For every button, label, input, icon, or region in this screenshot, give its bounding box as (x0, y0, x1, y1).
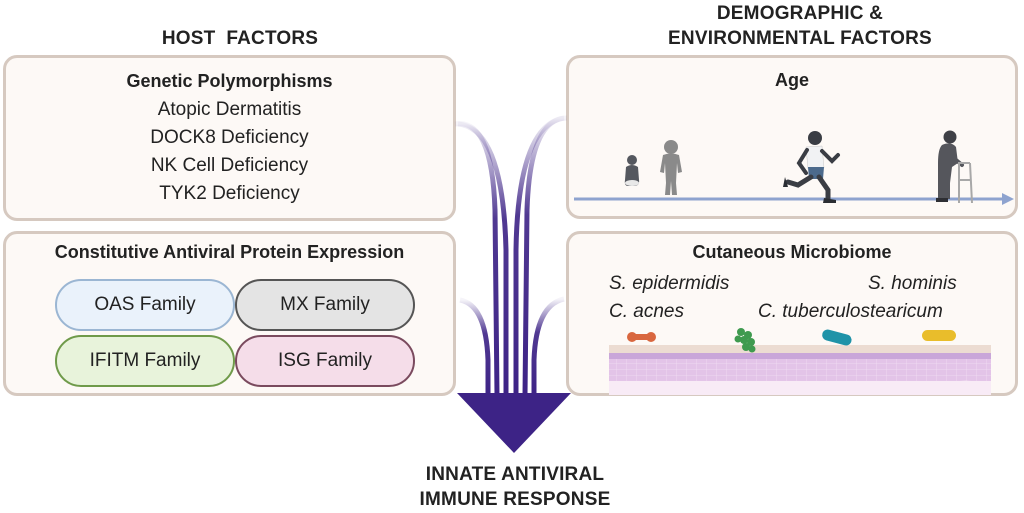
isg-family-pill: ISG Family (235, 335, 415, 387)
runner-adult-icon (783, 131, 840, 203)
s-epidermidis-bacterium (734, 328, 756, 353)
genetic-item: Atopic Dermatitis (157, 99, 302, 120)
child-icon (660, 140, 682, 195)
genetic-item: DOCK8 Deficiency (150, 127, 309, 148)
age-timeline-arrow (574, 193, 1014, 205)
oas-family-pill: OAS Family (55, 279, 235, 331)
genetic-polymorphisms-title: Genetic Polymorphisms (126, 71, 333, 91)
arrow-strand-microbiome (531, 296, 565, 395)
innate-response-label-line1: INNATE ANTIVIRAL (425, 464, 605, 485)
age-box: Age (566, 55, 1018, 219)
arrow-strand-genetic (454, 121, 500, 396)
arrow-strand-protein (459, 297, 491, 395)
mx-family-label: MX Family (280, 294, 370, 315)
isg-family-label: ISG Family (278, 350, 372, 371)
arrow-strand-center-right (513, 115, 565, 395)
c-tuberculostearicum-bacterium (822, 329, 852, 346)
species-s-epidermidis: S. epidermidis (609, 273, 730, 294)
skin-layers (609, 345, 991, 395)
innate-response-label-line2: IMMUNE RESPONSE (419, 489, 611, 510)
demographic-heading-line1: DEMOGRAPHIC & (716, 3, 884, 24)
skin-illustration (609, 328, 991, 395)
species-c-acnes: C. acnes (609, 301, 684, 322)
constitutive-protein-title: Constitutive Antiviral Protein Expressio… (54, 242, 405, 262)
ifitm-family-label: IFITM Family (89, 350, 201, 371)
species-s-hominis: S. hominis (868, 273, 957, 294)
demographic-heading-line2: ENVIRONMENTAL FACTORS (668, 28, 932, 49)
c-acnes-bacterium (627, 332, 656, 342)
genetic-item: TYK2 Deficiency (159, 183, 300, 204)
genetic-polymorphisms-box: Genetic Polymorphisms Atopic Dermatitis … (3, 55, 456, 221)
species-c-tuberculostearicum: C. tuberculostearicum (758, 301, 943, 322)
mx-family-pill: MX Family (235, 279, 415, 331)
innate-response-arrowhead (457, 393, 571, 453)
elderly-walker-icon (936, 130, 973, 204)
ifitm-family-pill: IFITM Family (55, 335, 235, 387)
arrow-strand-center-left (457, 121, 509, 395)
arrow-strand-age (522, 115, 568, 396)
oas-family-label: OAS Family (94, 294, 196, 315)
age-illustration (574, 130, 1014, 205)
cutaneous-microbiome-box: Cutaneous Microbiome S. epidermidis S. h… (566, 231, 1018, 396)
cutaneous-microbiome-title: Cutaneous Microbiome (692, 242, 892, 262)
age-title: Age (774, 70, 809, 90)
host-factors-heading: HOST FACTORS (161, 28, 319, 49)
genetic-item: NK Cell Deficiency (150, 155, 309, 176)
s-hominis-bacterium (922, 330, 956, 341)
constitutive-protein-box: Constitutive Antiviral Protein Expressio… (3, 231, 456, 396)
infant-icon (624, 155, 640, 186)
